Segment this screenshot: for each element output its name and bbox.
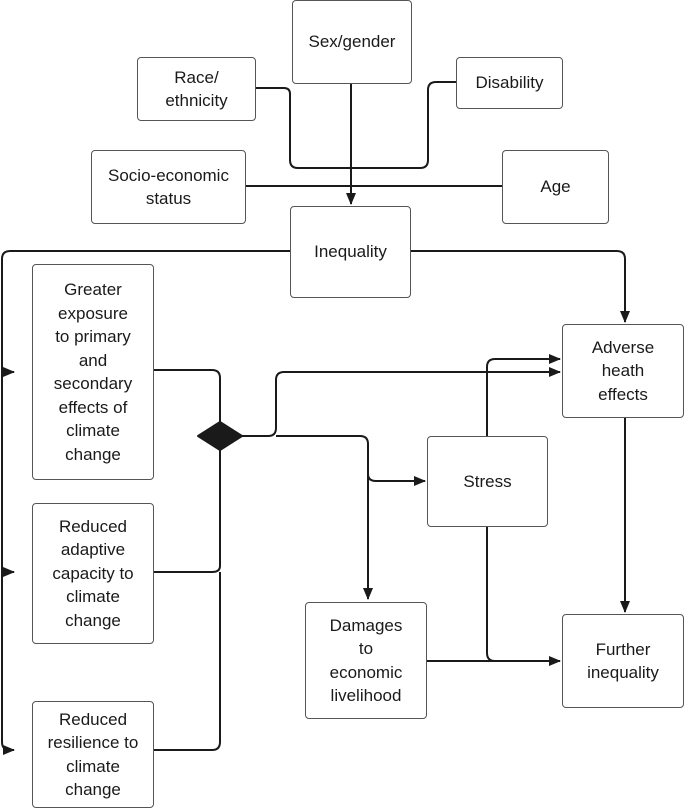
junction-diamond (197, 421, 243, 451)
node-race-ethnicity-label: Race/ ethnicity (165, 67, 228, 111)
node-inequality-label: Inequality (314, 242, 387, 262)
connector-inequality-adverse (411, 250, 630, 323)
node-reduced-resilience-label: Reduced resilience to climate change (47, 709, 139, 800)
node-adverse-health-effects-label: Adverse heath effects (591, 337, 655, 404)
connector-trunk-adaptive (1, 565, 15, 577)
connector-disability-inequality (351, 81, 456, 169)
connector-resilience-junction (154, 572, 221, 751)
node-greater-exposure-label: Greater exposure to primary and secondar… (53, 280, 133, 464)
node-race-ethnicity: Race/ ethnicity (137, 57, 256, 121)
connector-junction-adverse (242, 367, 561, 437)
node-damages-economic-livelihood: Damages to economic livelihood (305, 602, 427, 719)
node-reduced-resilience: Reduced resilience to climate change (32, 701, 154, 808)
node-age-label: Age (540, 177, 571, 197)
node-damages-economic-livelihood-label: Damages to economic livelihood (329, 615, 403, 706)
connector-exposure-junction (154, 369, 221, 573)
node-reduced-adaptive-capacity-label: Reduced adaptive capacity to climate cha… (52, 516, 134, 630)
connector-stress-further (486, 527, 561, 666)
connector-inequality-left-trunk (1, 250, 290, 755)
node-further-inequality: Further inequality (562, 614, 684, 708)
node-socio-economic-status: Socio-economic status (91, 150, 246, 224)
node-inequality: Inequality (290, 206, 411, 298)
node-greater-exposure: Greater exposure to primary and secondar… (32, 264, 154, 480)
node-age: Age (502, 150, 609, 224)
node-adverse-health-effects: Adverse heath effects (562, 324, 684, 418)
node-disability-label: Disability (475, 73, 544, 93)
node-further-inequality-label: Further inequality (587, 639, 659, 683)
node-sex-gender: Sex/gender (292, 0, 412, 84)
node-stress-label: Stress (463, 471, 512, 491)
connector-junction-damages (276, 435, 373, 600)
node-stress: Stress (427, 436, 548, 527)
node-reduced-adaptive-capacity: Reduced adaptive capacity to climate cha… (32, 503, 154, 644)
node-sex-gender-label: Sex/gender (308, 32, 396, 52)
connector-race-inequality (256, 87, 351, 169)
connector-stress-adverse (486, 354, 561, 436)
node-disability: Disability (456, 57, 563, 109)
connector-trunk-exposure (1, 365, 15, 377)
connector-junction-stress (367, 473, 426, 486)
node-socio-economic-status-label: Socio-economic status (108, 165, 229, 209)
